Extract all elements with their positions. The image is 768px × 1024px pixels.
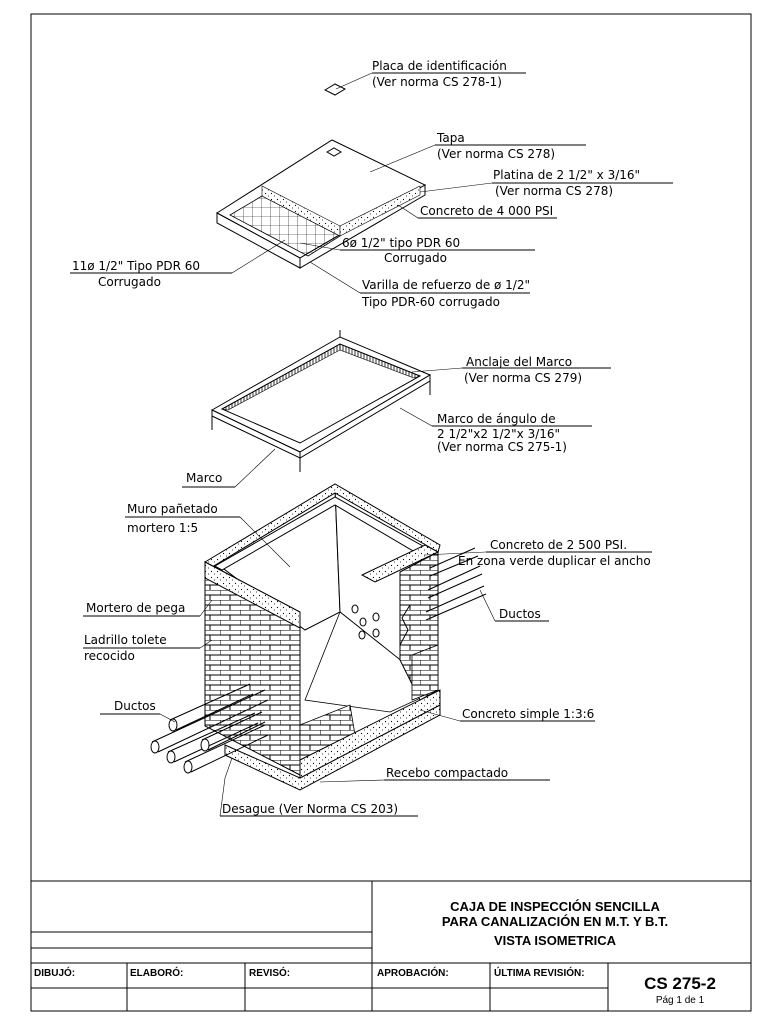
caja-drawing [83,483,652,817]
marco-drawing [182,330,611,488]
label-once-phi: 11ø 1/2" Tipo PDR 60 [72,259,200,273]
label-anclaje: Anclaje del Marco [466,355,572,369]
label-muro-b: mortero 1:5 [127,521,198,535]
label-muro: Muro pañetado [127,502,218,516]
label-platina: Platina de 2 1/2" x 3/16" [493,168,640,182]
label-marco-angulo-b: 2 1/2"x2 1/2"x 3/16" [437,427,560,441]
label-once-phi-b: Corrugado [98,275,161,289]
label-concreto-2500-b: En zona verde duplicar el ancho [458,554,651,568]
label-mortero-pega: Mortero de pega [86,601,185,615]
label-placa-norma: (Ver norma CS 278-1) [372,75,502,89]
field-ultima-revision: ÚLTIMA REVISIÓN: [494,966,585,979]
label-recebo: Recebo compactado [386,766,508,780]
title-line-3: VISTA ISOMETRICA [494,933,617,948]
title-block [31,880,751,1011]
label-placa: Placa de identificación [372,59,507,73]
label-concreto-4000: Concreto de 4 000 PSI [420,204,553,218]
field-dibujo: DIBUJÓ: [34,966,75,979]
label-tapa: Tapa [436,131,465,145]
placa-identificacion [323,72,526,96]
label-ladrillo: Ladrillo tolete [84,633,167,647]
label-tapa-norma: (Ver norma CS 278) [437,147,555,161]
label-varilla-b: Tipo PDR-60 corrugado [361,295,500,309]
label-seis-phi: 6ø 1/2" tipo PDR 60 [342,236,460,250]
sheet-border [30,13,752,1012]
label-ladrillo-b: recocido [84,649,135,663]
label-varilla: Varilla de refuerzo de ø 1/2" [362,278,530,292]
ductos-left-pipes [150,683,269,774]
label-platina-norma: (Ver norma CS 278) [495,184,613,198]
label-ductos-right: Ductos [499,607,541,621]
title-line-1: CAJA DE INSPECCIÓN SENCILLA [450,899,660,914]
title-line-2: PARA CANALIZACIÓN EN M.T. Y B.T. [442,914,668,929]
label-anclaje-norma: (Ver norma CS 279) [464,371,582,385]
label-marco: Marco [186,471,222,485]
label-marco-angulo: Marco de ángulo de [437,412,556,426]
label-seis-phi-b: Corrugado [384,251,447,265]
label-marco-angulo-norma: (Ver norma CS 275-1) [437,440,567,454]
field-elaboro: ELABORÓ: [130,966,183,979]
field-reviso: REVISÓ: [249,966,290,979]
tapa-drawing [70,139,673,294]
page-indicator: Pág 1 de 1 [656,995,705,1006]
field-aprobacion: APROBACIÓN: [377,966,449,979]
label-ductos-left: Ductos [114,699,156,713]
drawing-code: CS 275-2 [644,974,716,993]
label-concreto-simple: Concreto simple 1:3:6 [462,707,594,721]
label-concreto-2500: Concreto de 2 500 PSI. [490,538,627,552]
label-desague: Desague (Ver Norma CS 203) [222,802,398,816]
